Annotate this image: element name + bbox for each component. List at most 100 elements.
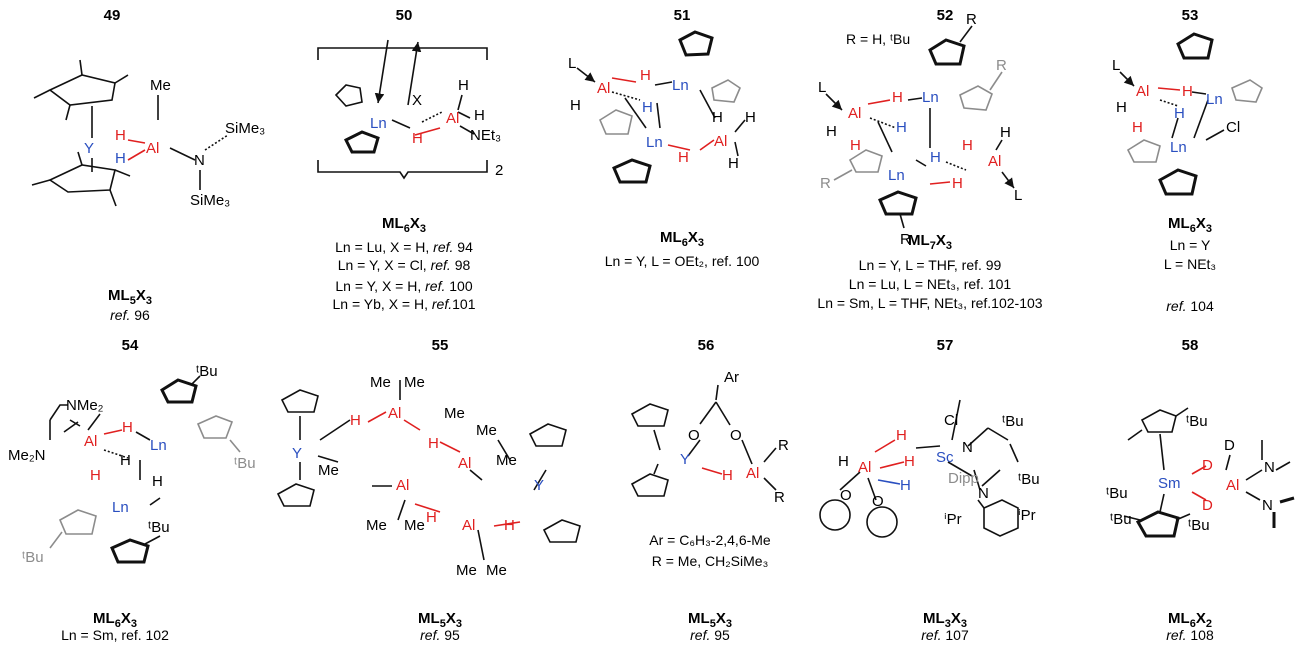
atom-56-o-right: O bbox=[730, 427, 742, 444]
atom-51-al-right: Al bbox=[714, 133, 727, 150]
caption-56: ref. 95 bbox=[690, 627, 730, 643]
formula-50: ML6X3 bbox=[382, 215, 426, 235]
atom-58-d-bottom: D bbox=[1202, 497, 1213, 514]
atom-53-h-top: H bbox=[1182, 83, 1193, 100]
structure-50 bbox=[317, 39, 488, 180]
formula-49: ML5X3 bbox=[108, 287, 152, 307]
atom-50-ln: Ln bbox=[370, 115, 387, 132]
caption-49: ref. 96 bbox=[110, 307, 150, 323]
atom-56-al: Al bbox=[746, 465, 759, 482]
caption-57: ref. 107 bbox=[921, 627, 969, 643]
atom-52-h-right: H bbox=[1000, 124, 1011, 141]
atom-50-al: Al bbox=[446, 110, 459, 127]
atom-57-ipr-left: ⁱPr bbox=[944, 511, 962, 528]
atom-49-sime3-b: SiMe₃ bbox=[190, 192, 230, 209]
note-52-r-definition: R = H, ᵗBu bbox=[846, 31, 910, 47]
formula-51: ML6X3 bbox=[660, 229, 704, 249]
atom-52-r-bottom: R bbox=[900, 231, 911, 248]
atom-57-n-top: N bbox=[962, 439, 973, 456]
atom-57-h-3: H bbox=[900, 477, 911, 494]
structure-54 bbox=[49, 375, 241, 564]
atom-52-ln-bottom: Ln bbox=[888, 167, 905, 184]
atom-55-me-left: Me bbox=[318, 462, 339, 479]
atom-58-n-2: N bbox=[1262, 497, 1273, 514]
atom-52-al-right: Al bbox=[988, 153, 1001, 170]
atom-57-h-1: H bbox=[896, 427, 907, 444]
structure-53 bbox=[1119, 32, 1263, 196]
atom-54-ln-top: Ln bbox=[150, 437, 167, 454]
atom-52-l-top: L bbox=[818, 79, 826, 96]
atom-52-r-top: R bbox=[966, 11, 977, 28]
atom-56-r-2: R bbox=[774, 489, 785, 506]
atom-51-h-right-2: H bbox=[728, 155, 739, 172]
atom-57-tbu-right: ᵗBu bbox=[1018, 471, 1040, 488]
atom-55-me-4: Me bbox=[476, 422, 497, 439]
note-56-ar-definition: Ar = C₆H₃-2,4,6-Me bbox=[649, 532, 771, 548]
atom-54-nme2: NMe₂ bbox=[66, 397, 104, 414]
atom-53-l: L bbox=[1112, 57, 1120, 74]
atom-49-al: Al bbox=[146, 140, 159, 157]
atom-53-cl: Cl bbox=[1226, 119, 1240, 136]
atom-55-al-left: Al bbox=[396, 477, 409, 494]
compound-number-52: 52 bbox=[937, 7, 954, 24]
structure-57 bbox=[819, 399, 1019, 538]
atom-50-net3: NEt₃ bbox=[470, 127, 501, 144]
atom-52-h-top: H bbox=[892, 89, 903, 106]
atom-55-me-3: Me bbox=[444, 405, 465, 422]
formula-57: ML3X3 bbox=[923, 610, 967, 630]
atom-54-al: Al bbox=[84, 433, 97, 450]
caption-50-line-2: Ln = Y, X = Cl, ref. 98 bbox=[338, 257, 471, 273]
formula-54: ML6X3 bbox=[93, 610, 137, 630]
caption-53-line-1: Ln = Y bbox=[1170, 237, 1211, 253]
atom-57-sc: Sc bbox=[936, 449, 954, 466]
atom-54-me2n: Me₂N bbox=[8, 447, 46, 464]
compound-number-49: 49 bbox=[104, 7, 121, 24]
caption-50-line-3: Ln = Y, X = H, ref. 100 bbox=[335, 278, 472, 294]
atom-57-h-left: H bbox=[838, 453, 849, 470]
caption-52-line-1: Ln = Y, L = THF, ref. 99 bbox=[859, 257, 1002, 273]
atom-54-h-top: H bbox=[122, 419, 133, 436]
note-56-r-definition: R = Me, CH₂SiMe₃ bbox=[652, 553, 769, 569]
atom-53-ln-top: Ln bbox=[1206, 91, 1223, 108]
atom-50-h-bridge: H bbox=[412, 130, 423, 147]
atom-55-me-5: Me bbox=[496, 452, 517, 469]
atom-58-tbu-3: ᵗBu bbox=[1110, 511, 1132, 528]
atom-54-h-red: H bbox=[90, 467, 101, 484]
atom-57-al: Al bbox=[858, 459, 871, 476]
atom-55-h-bottom: H bbox=[426, 509, 437, 526]
atom-55-y-right: Y bbox=[534, 477, 544, 494]
formula-52: ML7X3 bbox=[908, 232, 952, 252]
compound-number-56: 56 bbox=[698, 337, 715, 354]
compound-number-50: 50 bbox=[396, 7, 413, 24]
atom-49-me: Me bbox=[150, 77, 171, 94]
caption-51: Ln = Y, L = OEt₂, ref. 100 bbox=[605, 253, 760, 269]
atom-54-tbu-top: ᵗBu bbox=[196, 363, 218, 380]
atom-57-o-1: O bbox=[840, 487, 852, 504]
atom-58-d-top: D bbox=[1202, 457, 1213, 474]
atom-53-ln-bottom: Ln bbox=[1170, 139, 1187, 156]
atom-53-h-mid: H bbox=[1174, 105, 1185, 122]
atom-52-h-mid-2: H bbox=[930, 149, 941, 166]
atom-58-n-1: N bbox=[1264, 459, 1275, 476]
compound-number-57: 57 bbox=[937, 337, 954, 354]
atom-55-al-bottom: Al bbox=[462, 517, 475, 534]
atom-53-al: Al bbox=[1136, 83, 1149, 100]
atom-49-n: N bbox=[194, 152, 205, 169]
atom-51-h-ring: H bbox=[712, 109, 723, 126]
atom-54-tbu-bottom: ᵗBu bbox=[148, 519, 170, 536]
caption-54: Ln = Sm, ref. 102 bbox=[61, 627, 169, 643]
atom-52-r-right: R bbox=[996, 57, 1007, 74]
atom-50-h-1: H bbox=[458, 77, 469, 94]
atom-57-dipp: Dipp bbox=[948, 470, 979, 487]
structure-51 bbox=[576, 30, 746, 184]
atom-51-h-bottom: H bbox=[678, 149, 689, 166]
structure-52 bbox=[825, 25, 1015, 229]
atom-56-ar: Ar bbox=[724, 369, 739, 386]
atom-50-x: X bbox=[412, 92, 422, 109]
atom-55-y-left: Y bbox=[292, 445, 302, 462]
atom-55-h-top-red: H bbox=[350, 412, 361, 429]
structure-55 bbox=[276, 380, 581, 561]
atom-55-h-mid: H bbox=[428, 435, 439, 452]
atom-52-al-left: Al bbox=[848, 105, 861, 122]
